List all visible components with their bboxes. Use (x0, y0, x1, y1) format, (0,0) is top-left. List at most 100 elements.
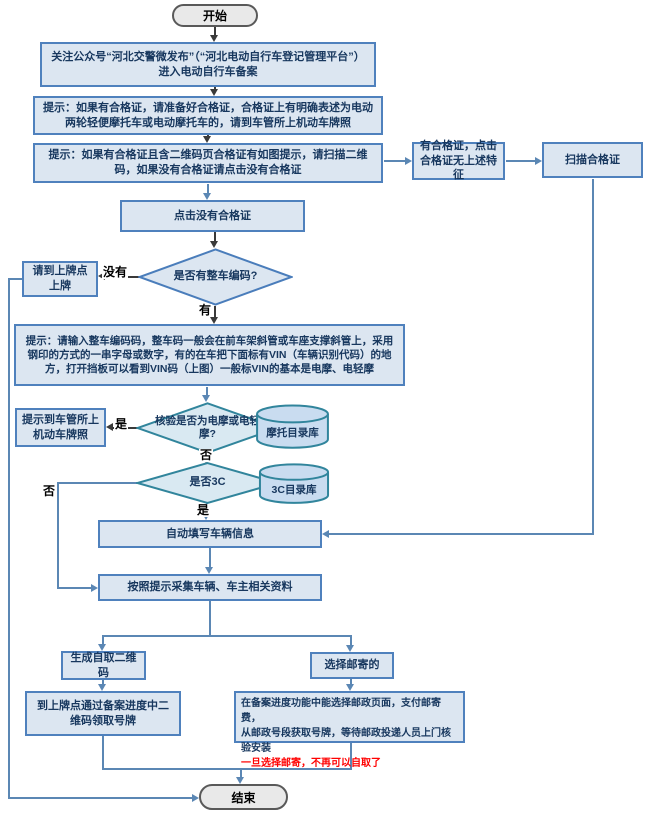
connector (207, 184, 209, 194)
connector (102, 736, 104, 768)
connector (592, 179, 594, 534)
connector (8, 278, 10, 798)
step-label: 提示：如果有合格证且含二维码页合格证有如图提示，请扫描二维码，如果没有合格证请点… (48, 149, 368, 176)
step-label: 自动填写车辆信息 (166, 527, 254, 540)
arrow-left-icon (106, 423, 113, 431)
arrow-down-icon (346, 684, 354, 691)
connector (214, 26, 216, 36)
step-generate-pickup-qrcode: 生成自取二维码 (61, 651, 146, 680)
arrow-left-icon (322, 530, 329, 538)
decision-label: 核验是否为电摩或电轻摩? (155, 414, 260, 440)
connector (350, 635, 352, 646)
step-label: 选择邮寄的 (324, 659, 380, 672)
step-label: 点击没有合格证 (174, 209, 251, 222)
arrow-down-icon (98, 684, 106, 691)
terminator-end: 结束 (199, 784, 288, 810)
arrow-down-icon (210, 89, 218, 96)
arrow-down-icon (205, 567, 213, 574)
connector (350, 679, 352, 685)
edge-label-no-vehicle-code: 没有 (102, 265, 129, 280)
edge-label-is-3c-yes: 是 (196, 503, 211, 518)
mail-info-line1: 在备案进度功能中能选择邮政页面，支付邮寄费， (241, 698, 441, 724)
step-label: 请到上牌点上牌 (32, 265, 88, 292)
decision-is-3c: 是否3C (136, 462, 279, 504)
step-label: 按照提示采集车辆、车主相关资料 (127, 581, 293, 594)
step-click-no-certificate: 点击没有合格证 (120, 200, 305, 232)
step-label: 有合格证，点击合格证无上述特征 (420, 139, 497, 182)
decision-label: 是否3C (189, 476, 226, 489)
connector (384, 160, 406, 162)
connector (240, 768, 242, 778)
diamond-shape-icon (138, 248, 293, 306)
arrow-down-icon (202, 395, 210, 402)
step-label: 提示：如果有合格证，请准备好合格证，合格证上有明确表述为电动两轮轻便摩托车或电动… (43, 101, 373, 129)
connector (8, 278, 22, 280)
edge-label-has-vehicle-code: 有 (198, 303, 213, 318)
database-label: 3C目录库 (271, 484, 317, 497)
connector (57, 587, 92, 589)
connector (350, 743, 352, 768)
arrow-down-icon (210, 317, 218, 324)
arrow-down-icon (346, 645, 354, 652)
arrow-down-icon (236, 777, 244, 784)
connector (209, 548, 211, 568)
decision-is-moto: 核验是否为电摩或电轻摩? (136, 402, 279, 454)
arrow-right-icon (91, 584, 98, 592)
cylinder-shape-icon (254, 404, 331, 450)
step-collect-info: 按照提示采集车辆、车主相关资料 (98, 574, 322, 601)
connector (102, 768, 352, 770)
step-auto-fill-vehicle-info: 自动填写车辆信息 (98, 520, 322, 548)
arrow-down-icon (203, 193, 211, 200)
terminator-start: 开始 (172, 4, 258, 27)
connector (102, 680, 104, 685)
step-label: 提示：请输入整车编码码，整车码一般会在前车架斜管或车座支撑斜管上，采用钢印的方式… (25, 334, 394, 376)
edge-label-is-moto-no: 否 (199, 448, 214, 463)
arrow-down-icon (203, 136, 211, 143)
step-follow-official-account: 关注公众号“河北交警微发布”（“河北电动自行车登记管理平台”）进入电动自行车备案 (40, 42, 376, 87)
step-label: 扫描合格证 (565, 153, 620, 166)
connector (506, 160, 536, 162)
connector (214, 306, 216, 318)
connector (214, 232, 216, 242)
step-label: 生成自取二维码 (70, 651, 137, 679)
step-label: 提示到车管所上机动车牌照 (22, 413, 99, 441)
step-go-plate-point: 请到上牌点上牌 (22, 261, 98, 297)
mail-info-warning: 一旦选择邮寄，不再可以自取了 (241, 758, 381, 769)
database-moto-catalog: 摩托目录库 (254, 404, 331, 450)
step-has-certificate: 有合格证，点击合格证无上述特征 (412, 140, 505, 181)
step-tip-vin: 提示：请输入整车编码码，整车码一般会在前车架斜管或车座支撑斜管上，采用钢印的方式… (14, 324, 405, 386)
step-mail-info: 在备案进度功能中能选择邮政页面，支付邮寄费， 从邮政号段获取号牌，等待邮政投递人… (234, 691, 465, 769)
arrow-down-icon (98, 644, 106, 651)
step-tip-qrcode: 提示：如果有合格证且含二维码页合格证有如图提示，请扫描二维码，如果没有合格证请点… (33, 143, 383, 183)
cylinder-shape-icon (257, 463, 331, 505)
start-label: 开始 (202, 9, 227, 23)
connector (57, 482, 137, 484)
arrow-left-icon (98, 272, 105, 280)
edge-label-is-3c-no: 否 (42, 484, 57, 499)
step-scan-certificate: 扫描合格证 (542, 142, 643, 178)
connector (329, 533, 594, 535)
edge-label-is-moto-yes: 是 (114, 417, 129, 432)
diamond-shape-icon (136, 462, 279, 504)
database-label: 摩托目录库 (266, 427, 319, 440)
connector (209, 601, 211, 635)
step-label: 到上牌点通过备案进度中二维码领取号牌 (37, 699, 169, 727)
step-pickup-plate: 到上牌点通过备案进度中二维码领取号牌 (25, 691, 181, 736)
mail-info-line2: 从邮政号段获取号牌，等待邮政投递人员上门核验安装 (241, 728, 451, 754)
step-tip-certificate: 提示：如果有合格证，请准备好合格证，合格证上有明确表述为电动两轮轻便摩托车或电动… (33, 96, 383, 135)
connector (57, 482, 59, 588)
decision-has-vehicle-code: 是否有整车编码? (138, 248, 293, 306)
connector (214, 87, 216, 90)
connector (102, 635, 104, 645)
connector (8, 797, 193, 799)
step-choose-mail: 选择邮寄的 (310, 652, 394, 679)
arrow-right-icon (192, 794, 199, 802)
arrow-down-icon (210, 241, 218, 248)
database-3c-catalog: 3C目录库 (257, 463, 331, 505)
step-label: 关注公众号“河北交警微发布”（“河北电动自行车登记管理平台”）进入电动自行车备案 (51, 50, 365, 78)
end-label: 结束 (231, 790, 256, 805)
decision-label: 是否有整车编码? (173, 270, 258, 283)
step-tip-dmv-plate: 提示到车管所上机动车牌照 (15, 408, 106, 447)
arrow-right-icon (535, 157, 542, 165)
